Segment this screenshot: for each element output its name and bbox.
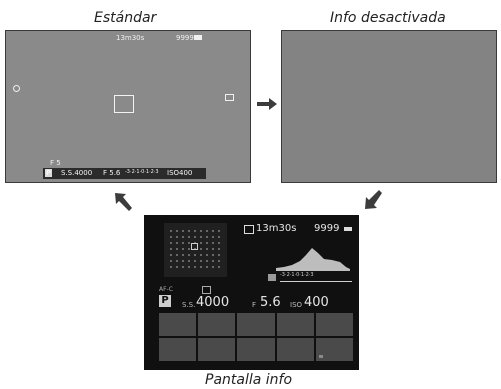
settings-tile[interactable] (276, 313, 314, 336)
mode-badge: P (159, 295, 171, 307)
exposure-scale: -3·2·1·0·1·2·3 (125, 169, 159, 175)
frame-count: 9999 (314, 223, 340, 234)
settings-tile[interactable] (198, 338, 236, 361)
ev-scale-text: -3·2·1·0·1·2·3 (280, 272, 314, 278)
settings-tile[interactable] (159, 338, 197, 361)
settings-tile[interactable] (159, 313, 197, 336)
settings-tile[interactable] (315, 313, 353, 336)
battery-icon (194, 35, 202, 40)
shutter-speed: S.S.4000 (61, 169, 93, 177)
battery-icon (344, 227, 352, 231)
exposure-scale: -3·2·1·0·1·2·3 (268, 272, 354, 285)
aperture: F 5.6 (103, 169, 121, 177)
ev-icon (268, 274, 276, 281)
film-simulation-icon (202, 286, 211, 294)
left-edge-icon (13, 85, 20, 92)
settings-tile-grid (159, 313, 353, 361)
selected-focus-point (191, 243, 198, 250)
shutter-value: 4000 (196, 295, 230, 310)
iso-value: 400 (304, 295, 329, 310)
arrow-right-icon (257, 98, 277, 110)
settings-tile[interactable] (276, 338, 314, 361)
histogram-fill (276, 248, 350, 271)
remaining-time-readout: 13m30s (116, 34, 145, 42)
standard-view-screen: 13m30s 9999 F 5 P S.S.4000 F 5.6 -3·2·1·… (5, 30, 251, 183)
histogram (276, 248, 350, 271)
bottom-left-readout: F 5 (50, 159, 61, 167)
settings-tile[interactable] (237, 338, 275, 361)
arrow-down-left-icon (365, 190, 382, 209)
status-bar: P S.S.4000 F 5.6 -3·2·1·0·1·2·3 ISO400 (43, 168, 206, 179)
arrow-up-left-icon (115, 193, 132, 211)
info-off-screen (281, 30, 497, 183)
ev-scale-line (280, 281, 352, 282)
aperture-label: F (252, 301, 257, 309)
right-edge-icon (225, 94, 234, 101)
info-display-screen: AF-C 13m30s 9999 -3·2·1·0·1·2·3 P S.S. 4… (144, 215, 359, 370)
shutter-label: S.S. (182, 301, 196, 309)
remaining-time: 13m30s (256, 223, 297, 234)
iso-label: ISO (290, 301, 303, 309)
frame-count-readout: 9999 (176, 34, 194, 42)
tile-indicator-icon (318, 355, 323, 358)
settings-tile[interactable] (315, 338, 353, 361)
mode-badge: P (45, 169, 53, 177)
caption-info-off: Info desactivada (330, 10, 446, 26)
focus-mode-label: AF-C (159, 286, 173, 293)
iso: ISO400 (167, 169, 193, 177)
aperture-value: 5.6 (260, 295, 281, 310)
settings-tile[interactable] (198, 313, 236, 336)
caption-standard: Estándar (94, 10, 157, 26)
settings-tile[interactable] (237, 313, 275, 336)
camera-icon (244, 225, 254, 234)
focus-point-grid (164, 223, 227, 277)
caption-info-display: Pantalla info (205, 372, 293, 388)
focus-frame[interactable] (114, 95, 134, 113)
